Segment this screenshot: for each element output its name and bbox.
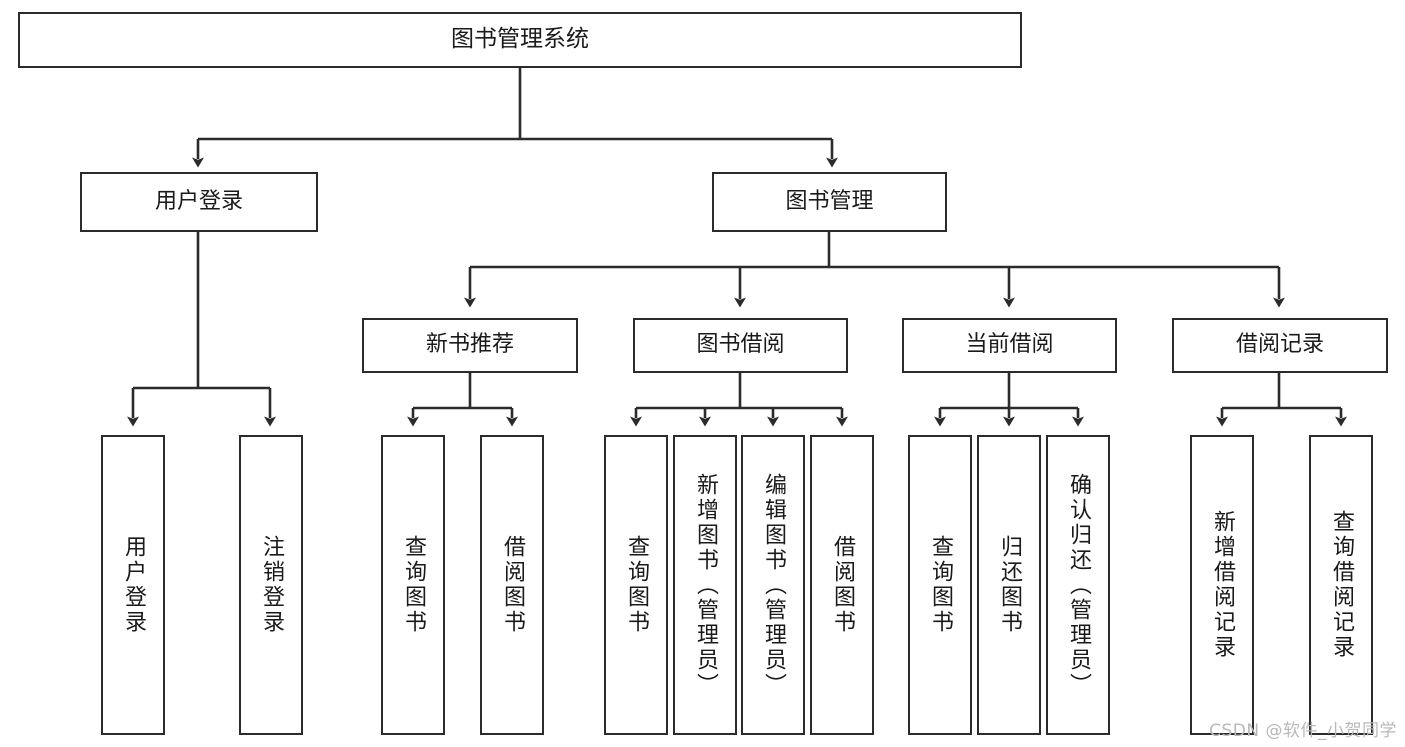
node-label: 当前借阅 (965, 332, 1054, 358)
node-book-manage[interactable]: 图书管理 (712, 172, 947, 232)
node-root-system[interactable]: 图书管理系统 (18, 12, 1022, 68)
node-leaf-add-book[interactable]: 新增图书（管理员） (673, 435, 737, 735)
node-leaf-confirm-return[interactable]: 确认归还（管理员） (1046, 435, 1110, 735)
node-label: 图书借阅 (696, 332, 785, 358)
node-leaf-borrow-book-1[interactable]: 借阅图书 (480, 435, 544, 735)
node-book-borrow[interactable]: 图书借阅 (633, 318, 848, 373)
node-label: 图书管理 (785, 188, 874, 214)
node-label: 图书管理系统 (451, 26, 589, 53)
node-label: 查询图书 (624, 535, 649, 635)
node-current-borrow[interactable]: 当前借阅 (902, 318, 1117, 373)
node-user-login[interactable]: 用户登录 (80, 172, 318, 232)
node-label: 查询图书 (928, 535, 953, 635)
node-label: 借阅图书 (830, 535, 855, 635)
node-label: 确认归还（管理员） (1066, 472, 1091, 698)
node-leaf-return-book[interactable]: 归还图书 (977, 435, 1041, 735)
node-leaf-query-book-2[interactable]: 查询图书 (604, 435, 668, 735)
node-label: 归还图书 (997, 535, 1022, 635)
node-label: 编辑图书（管理员） (761, 472, 786, 698)
node-leaf-query-book-3[interactable]: 查询图书 (908, 435, 972, 735)
node-label: 新增借阅记录 (1210, 510, 1235, 660)
node-new-book-recommend[interactable]: 新书推荐 (362, 318, 578, 373)
node-leaf-query-book-1[interactable]: 查询图书 (381, 435, 445, 735)
node-leaf-add-record[interactable]: 新增借阅记录 (1190, 435, 1254, 735)
node-label: 新书推荐 (425, 332, 514, 358)
node-label: 注销登录 (259, 535, 284, 635)
node-label: 用户登录 (154, 188, 243, 214)
node-label: 新增图书（管理员） (693, 472, 718, 698)
node-leaf-logout-login[interactable]: 注销登录 (239, 435, 303, 735)
node-label: 用户登录 (121, 535, 146, 635)
node-label: 借阅图书 (500, 535, 525, 635)
watermark-text: CSDN @软件_小贺同学 (1209, 721, 1397, 741)
node-leaf-user-login[interactable]: 用户登录 (101, 435, 165, 735)
node-label: 查询图书 (401, 535, 426, 635)
node-leaf-edit-book[interactable]: 编辑图书（管理员） (741, 435, 805, 735)
node-label: 借阅记录 (1235, 332, 1324, 358)
node-label: 查询借阅记录 (1329, 510, 1354, 660)
node-leaf-query-record[interactable]: 查询借阅记录 (1309, 435, 1373, 735)
node-leaf-borrow-book-2[interactable]: 借阅图书 (810, 435, 874, 735)
node-borrow-record[interactable]: 借阅记录 (1172, 318, 1388, 373)
